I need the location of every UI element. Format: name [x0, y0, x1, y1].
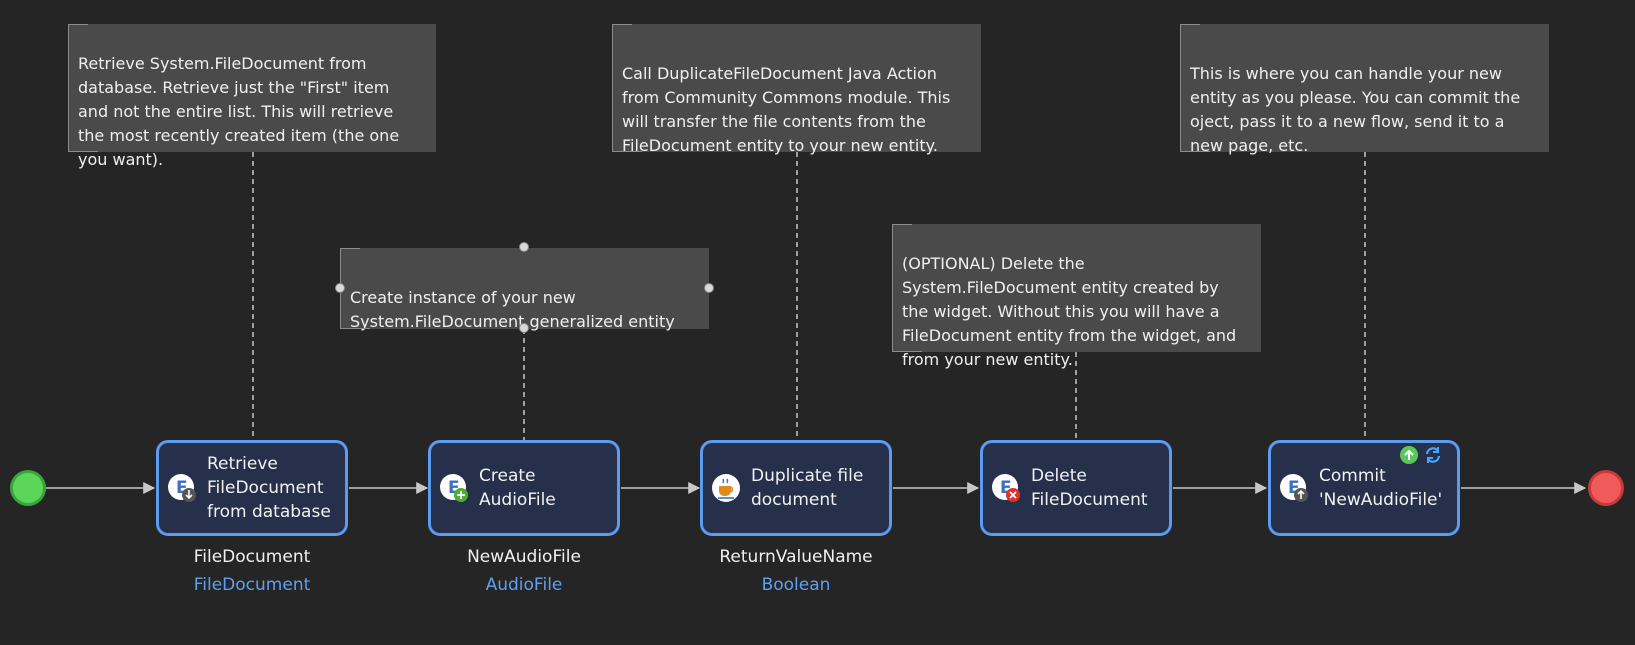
activity-label: Duplicate file document	[751, 466, 864, 510]
resize-handle-top[interactable]	[519, 242, 529, 252]
activity-commit[interactable]: E Commit 'NewAudioFile'	[1268, 440, 1460, 536]
annotation-text: Retrieve System.FileDocument from databa…	[78, 54, 400, 169]
annotation-links	[252, 152, 1366, 440]
with-events-icon	[1400, 446, 1418, 464]
annotation-commit[interactable]: This is where you can handle your new en…	[1180, 24, 1549, 155]
activity-create[interactable]: E Create AudioFile	[428, 440, 620, 536]
resize-handle-right[interactable]	[704, 283, 714, 293]
annotation-text: Call DuplicateFileDocument Java Action f…	[622, 64, 951, 155]
annotation-duplicate[interactable]: Call DuplicateFileDocument Java Action f…	[612, 24, 981, 155]
annotation-delete[interactable]: (OPTIONAL) Delete the System.FileDocumen…	[892, 224, 1261, 369]
delete-object-icon: E	[992, 474, 1020, 502]
resize-handle-bottom[interactable]	[519, 323, 529, 333]
activity-label: Commit 'NewAudioFile'	[1319, 466, 1443, 510]
annotation-create[interactable]: Create instance of your new System.FileD…	[340, 248, 709, 331]
svg-text:E: E	[1000, 478, 1012, 498]
annotation-text: This is where you can handle your new en…	[1190, 64, 1521, 155]
annotation-retrieve[interactable]: Retrieve System.FileDocument from databa…	[68, 24, 436, 169]
resize-handle-left[interactable]	[335, 283, 345, 293]
activity-label: Create AudioFile	[479, 466, 556, 510]
activity-label: Retrieve FileDocument from database	[207, 454, 331, 522]
end-event-icon[interactable]	[1588, 470, 1624, 506]
output-variable-type: FileDocument	[193, 575, 311, 595]
output-variable-name: NewAudioFile	[467, 547, 581, 567]
annotation-text: Create instance of your new System.FileD…	[350, 288, 675, 331]
activity-duplicate[interactable]: Duplicate file document	[700, 440, 892, 536]
retrieve-icon: E	[168, 474, 196, 502]
svg-text:E: E	[176, 478, 188, 498]
commit-object-icon: E	[1280, 474, 1308, 502]
annotation-text: (OPTIONAL) Delete the System.FileDocumen…	[902, 254, 1237, 369]
activity-label: Delete FileDocument	[1031, 466, 1148, 510]
java-action-icon	[712, 474, 740, 502]
start-event-icon[interactable]	[10, 470, 46, 506]
create-object-icon: E	[440, 474, 468, 502]
output-variable-type: Boolean	[761, 575, 831, 595]
output-variable-name: ReturnValueName	[719, 547, 873, 567]
output-variable-name: FileDocument	[193, 547, 311, 567]
refresh-in-client-icon	[1425, 447, 1441, 463]
activity-retrieve[interactable]: E Retrieve FileDocument from database	[156, 440, 348, 536]
activity-delete[interactable]: E Delete FileDocument	[980, 440, 1172, 536]
output-variable-type: AudioFile	[485, 575, 563, 595]
svg-text:E: E	[1288, 478, 1300, 498]
svg-text:E: E	[448, 478, 460, 498]
